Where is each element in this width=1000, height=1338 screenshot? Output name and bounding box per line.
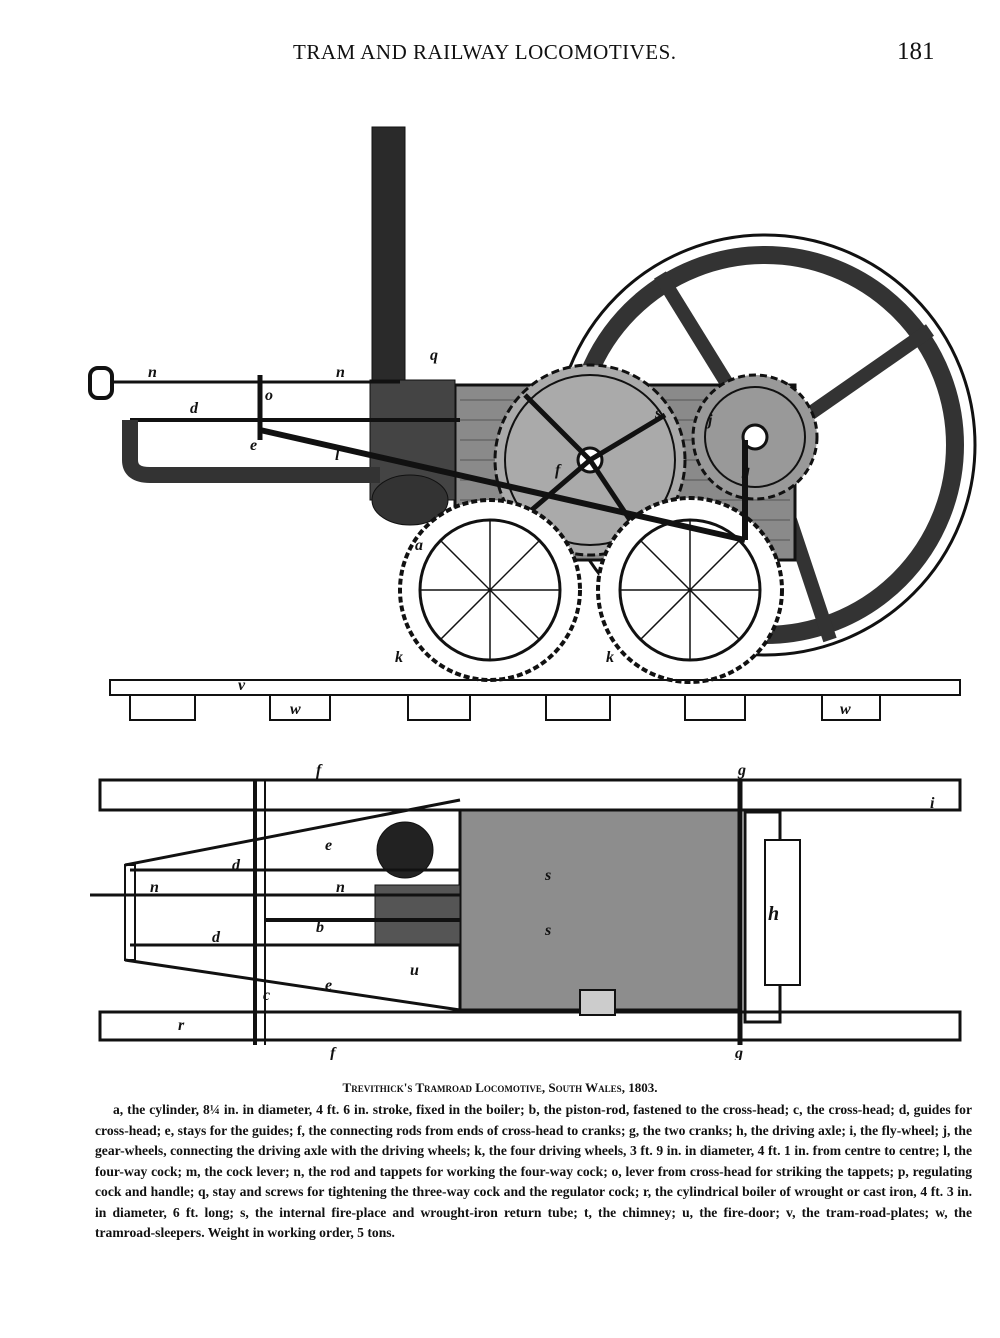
label-s: s: [544, 922, 551, 939]
label-d: d: [190, 400, 199, 417]
label-g: g: [741, 462, 750, 479]
label-j: j: [705, 412, 713, 429]
label-n: n: [150, 879, 159, 896]
label-h: h: [768, 903, 779, 925]
label-g: g: [734, 1045, 743, 1060]
locomotive-engraving: n n d o e q l f j s g a k k v w w: [88, 126, 977, 1060]
label-e: e: [325, 837, 332, 854]
label-k: k: [606, 649, 614, 666]
label-b: b: [316, 919, 324, 936]
label-n: n: [148, 364, 157, 381]
plan-labels: f g i e d n n b s s d u h c e r f g: [150, 762, 935, 1060]
figure-caption-title: Trevithick's Tramroad Locomotive, South …: [342, 1080, 658, 1095]
label-o: o: [265, 387, 273, 404]
label-n: n: [336, 879, 345, 896]
label-g: g: [737, 762, 746, 779]
label-e: e: [250, 437, 257, 454]
label-a: a: [415, 537, 423, 554]
label-d: d: [232, 857, 241, 874]
label-f: f: [316, 762, 323, 779]
label-d: d: [212, 929, 221, 946]
label-i: i: [930, 795, 935, 812]
elevation-labels: n n d o e q l f j s g a k k v w w: [148, 347, 851, 718]
label-e: e: [325, 977, 332, 994]
label-w: w: [840, 701, 851, 718]
label-c: c: [263, 987, 270, 1004]
label-f: f: [555, 462, 562, 479]
label-s: s: [654, 405, 661, 422]
label-v: v: [238, 677, 246, 694]
elevation-view: [88, 126, 977, 721]
plan-view: [90, 778, 962, 1045]
label-u: u: [410, 962, 419, 979]
page-number: 181: [897, 38, 935, 65]
label-s: s: [544, 867, 551, 884]
label-k: k: [395, 649, 403, 666]
label-r: r: [178, 1017, 185, 1034]
label-w: w: [290, 701, 301, 718]
label-q: q: [430, 347, 438, 364]
running-head: TRAM AND RAILWAY LOCOMOTIVES.: [293, 40, 677, 64]
label-l: l: [335, 447, 340, 464]
label-f: f: [330, 1045, 337, 1060]
figure-caption-legend: a, the cylinder, 8¼ in. in diameter, 4 f…: [95, 1102, 972, 1240]
label-n: n: [336, 364, 345, 381]
